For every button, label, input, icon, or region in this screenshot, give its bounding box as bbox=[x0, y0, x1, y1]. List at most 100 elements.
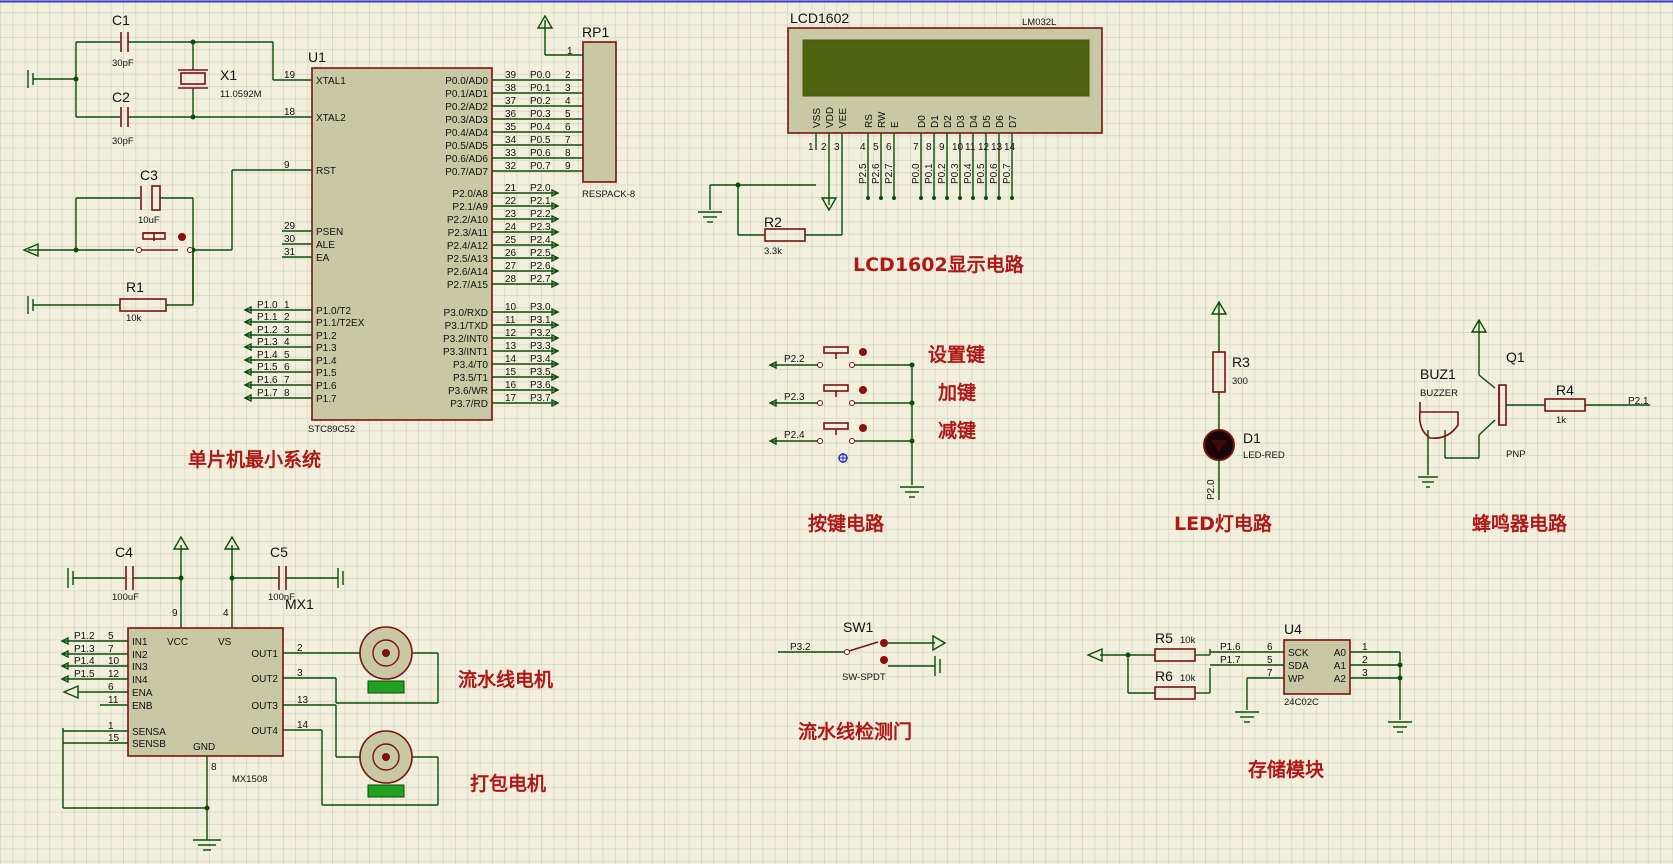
u1-net-label: P0.6 bbox=[530, 148, 551, 159]
u1-net-label: P1.6 bbox=[257, 375, 278, 386]
u1-pin-name: RST bbox=[316, 166, 336, 177]
label-q1: Q1 bbox=[1506, 349, 1525, 365]
u1-net-label: P2.7 bbox=[530, 274, 551, 285]
led-section bbox=[1203, 300, 1235, 500]
lcd-pin-number: 1 bbox=[808, 142, 814, 153]
value-x1: 11.0592M bbox=[220, 89, 262, 100]
mx1-pin-number: 5 bbox=[108, 631, 114, 642]
lcd-pin-number: 13 bbox=[991, 142, 1003, 153]
u1-pin-name: P2.4/A12 bbox=[447, 241, 489, 252]
u1-pin-name: P0.7/AD7 bbox=[445, 167, 488, 178]
rp1-pin-number: 3 bbox=[565, 83, 571, 94]
lcd-net-label: P2.5 bbox=[858, 163, 869, 184]
lcd-pin-number: 14 bbox=[1004, 142, 1016, 153]
motor-1 bbox=[359, 626, 413, 694]
mx1-pin-number: 14 bbox=[297, 720, 309, 731]
mx1-pin-number: 3 bbox=[297, 668, 303, 679]
mx1-net-label: P1.4 bbox=[74, 656, 95, 667]
net-sw1: P3.2 bbox=[790, 642, 811, 653]
mx1-pin-number: 15 bbox=[108, 733, 120, 744]
label-r2: R2 bbox=[764, 214, 782, 230]
u1-pin-number: 14 bbox=[505, 354, 517, 365]
u4-pin-name: A0 bbox=[1334, 648, 1347, 659]
u1-pin-name: P2.7/A15 bbox=[447, 280, 489, 291]
lcd-pin-number: 3 bbox=[834, 142, 840, 153]
label-r4: R4 bbox=[1556, 382, 1574, 398]
u1-pin-name: P1.2 bbox=[316, 331, 337, 342]
label-d1: D1 bbox=[1243, 430, 1261, 446]
mx1-pin-number: 1 bbox=[108, 721, 114, 732]
part-u1: STC89C52 bbox=[308, 424, 355, 435]
u1-net-label: P1.7 bbox=[257, 388, 278, 399]
u1-pin-number: 28 bbox=[505, 274, 517, 285]
value-c1: 30pF bbox=[112, 58, 134, 69]
u1-pin-name: P3.2/INT0 bbox=[443, 334, 488, 345]
u1-pin-name: EA bbox=[316, 253, 330, 264]
u1-net-label: P0.4 bbox=[530, 122, 551, 133]
lcd-pin-name: D4 bbox=[969, 115, 980, 128]
label-r5: R5 bbox=[1155, 630, 1173, 646]
mx1-pin-name: SENSB bbox=[132, 739, 166, 750]
buzzer-section bbox=[1418, 318, 1650, 488]
mx1-pin-name: IN4 bbox=[132, 675, 148, 686]
u1-pin-name: PSEN bbox=[316, 227, 343, 238]
lcd-pin-number: 12 bbox=[978, 142, 990, 153]
rp1-pin-number: 7 bbox=[565, 135, 571, 146]
net-led: P2.0 bbox=[1206, 479, 1217, 500]
mx1-pin-number: 10 bbox=[108, 656, 120, 667]
u1-pin-number: 3 bbox=[284, 325, 290, 336]
u1-net-label: P1.3 bbox=[257, 337, 278, 348]
label-r3: R3 bbox=[1232, 354, 1250, 370]
label-u4: U4 bbox=[1284, 621, 1302, 637]
mx1-pin-name: IN1 bbox=[132, 637, 148, 648]
rp1-pin-number: 5 bbox=[565, 109, 571, 120]
u1-pin-number: 10 bbox=[505, 302, 517, 313]
u1-net-label: P0.3 bbox=[530, 109, 551, 120]
label-u1: U1 bbox=[308, 49, 326, 65]
u1-pin-number: 24 bbox=[505, 222, 517, 233]
lcd-pin-name: D5 bbox=[982, 115, 993, 128]
lcd-net-label: P0.1 bbox=[924, 163, 935, 184]
value-r3: 300 bbox=[1232, 376, 1248, 387]
mx1-pin-number: 9 bbox=[172, 608, 178, 619]
u1-pin-name: P3.7/RD bbox=[450, 399, 488, 410]
value-r5: 10k bbox=[1180, 635, 1196, 646]
u1-pin-name: P3.0/RXD bbox=[444, 308, 488, 319]
rp1-common-pin: 1 bbox=[567, 46, 573, 57]
u1-pin-name: P2.5/A13 bbox=[447, 254, 489, 265]
lcd-pin-number: 5 bbox=[873, 142, 879, 153]
u1-net-label: P1.1 bbox=[257, 312, 278, 323]
u1-net-label: P2.0 bbox=[530, 183, 551, 194]
u1-pin-number: 34 bbox=[505, 135, 517, 146]
u1-pin-number: 21 bbox=[505, 183, 517, 194]
section-title-gate: 流水线检测门 bbox=[798, 720, 912, 743]
u1-pin-number: 39 bbox=[505, 70, 517, 81]
lcd-pin-name: D7 bbox=[1008, 115, 1019, 128]
lcd-pin-name: VSS bbox=[812, 108, 823, 128]
label-mx1: MX1 bbox=[285, 596, 314, 612]
mx1-pin-name: ENA bbox=[132, 688, 153, 699]
u1-pin-number: 29 bbox=[284, 221, 296, 232]
u1-pin-number: 2 bbox=[284, 312, 290, 323]
u1-pin-number: 37 bbox=[505, 96, 517, 107]
lcd-net-label: P0.6 bbox=[989, 163, 1000, 184]
u4-pin-number: 3 bbox=[1362, 668, 1368, 679]
lcd-pin-number: 2 bbox=[821, 142, 827, 153]
mx1-pin-name: IN3 bbox=[132, 662, 148, 673]
u1-pin-name: P1.7 bbox=[316, 394, 337, 405]
u4-pin-name: A1 bbox=[1334, 661, 1347, 672]
u1-pin-name: P0.2/AD2 bbox=[445, 102, 488, 113]
u4-pin-name: WP bbox=[1288, 674, 1304, 685]
section-title-buzzer: 蜂鸣器电路 bbox=[1472, 512, 1568, 535]
mx1-pin-number: 4 bbox=[223, 608, 229, 619]
u1-pin-number: 32 bbox=[505, 161, 517, 172]
u1-net-label: P0.0 bbox=[530, 70, 551, 81]
u1-pin-number: 22 bbox=[505, 196, 517, 207]
u4-net-label: P1.7 bbox=[1220, 655, 1241, 666]
u1-net-label: P3.7 bbox=[530, 393, 551, 404]
lcd-net-label: P2.7 bbox=[884, 163, 895, 184]
u1-net-label: P3.5 bbox=[530, 367, 551, 378]
